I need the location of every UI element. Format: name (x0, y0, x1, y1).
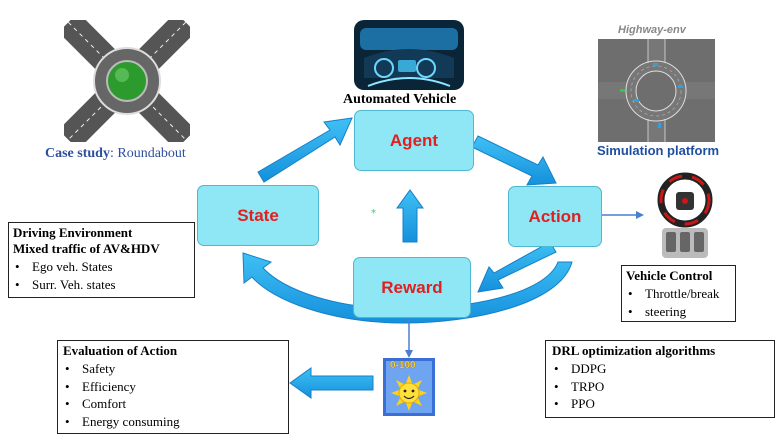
svg-text:*: * (371, 208, 376, 219)
evaluation-box: Evaluation of Action Safety Efficiency C… (57, 340, 289, 434)
driving-env-subtitle: Mixed traffic of AV&HDV (13, 241, 160, 256)
list-item: TRPO (552, 378, 768, 396)
list-item: Safety (63, 360, 283, 378)
action-node: Action (508, 186, 602, 247)
reward-label: Reward (381, 277, 443, 297)
vehicle-control-box: Vehicle Control Throttle/break steering (621, 265, 736, 322)
case-study-label: Case study (45, 146, 110, 161)
roundabout-icon (64, 20, 190, 142)
evaluation-title: Evaluation of Action (63, 343, 178, 358)
agent-node: Agent (354, 110, 474, 171)
driving-env-title: Driving Environment (13, 225, 133, 240)
agent-label: Agent (389, 130, 439, 150)
case-study-caption: Case study: Roundabout (45, 146, 186, 162)
state-node: State (197, 185, 319, 246)
reward-node: Reward (353, 257, 471, 318)
list-item: Throttle/break (626, 285, 731, 303)
drl-title: DRL optimization algorithms (552, 343, 716, 358)
list-item: Energy consuming (63, 413, 283, 431)
automated-vehicle-caption: Automated Vehicle (343, 92, 457, 107)
arrow-state-to-agent (257, 117, 353, 183)
steering-wheel-icon (657, 172, 713, 258)
sun-score-icon (383, 358, 435, 416)
list-item: Ego veh. States (13, 258, 190, 276)
drl-algorithms-box: DRL optimization algorithms DDPG TRPO PP… (545, 340, 775, 418)
list-item: Efficiency (63, 378, 283, 396)
simulation-platform-label: Simulation platform (597, 143, 720, 158)
arrow-action-to-reward (477, 241, 557, 293)
list-item: PPO (552, 395, 768, 413)
highway-env-image (598, 39, 715, 142)
car-cockpit-image (354, 20, 464, 90)
driving-environment-box: Driving Environment Mixed traffic of AV&… (8, 222, 195, 298)
action-label: Action (528, 206, 582, 226)
list-item: steering (626, 303, 731, 321)
arrow-to-evaluation (289, 367, 374, 399)
highway-env-label: Highway-env (618, 24, 686, 36)
arrow-reward-to-agent (396, 189, 424, 243)
list-item: DDPG (552, 360, 768, 378)
case-study-value: : Roundabout (109, 146, 186, 161)
list-item: Surr. Veh. states (13, 276, 190, 294)
score-badge: 0-100 (390, 360, 416, 371)
arrow-agent-to-action (471, 135, 557, 186)
list-item: Comfort (63, 395, 283, 413)
vehicle-control-title: Vehicle Control (626, 268, 713, 283)
state-label: State (237, 205, 279, 225)
